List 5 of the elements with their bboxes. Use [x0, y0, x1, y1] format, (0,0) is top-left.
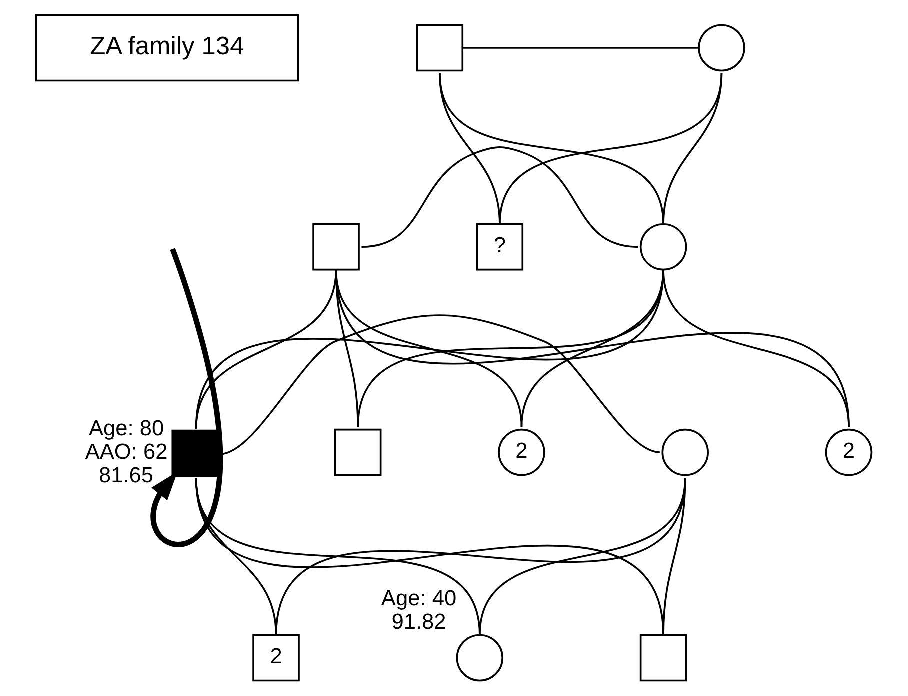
node-label: Age: 80: [89, 415, 164, 440]
node-label: 91.82: [392, 609, 446, 634]
node-label: 81.65: [99, 462, 154, 488]
node-label: AAO: 62: [85, 439, 168, 464]
node-label: Age: 40: [381, 585, 457, 610]
